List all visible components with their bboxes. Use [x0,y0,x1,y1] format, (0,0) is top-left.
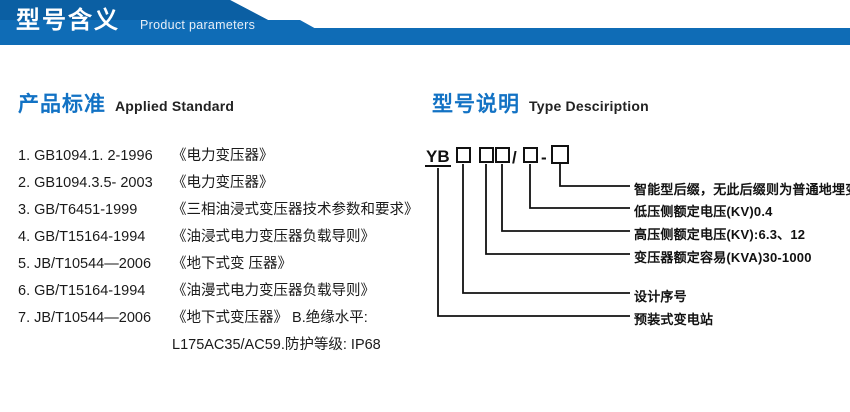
list-item: 7. JB/T10544—2006 《地下式变压器》 B.绝缘水平: [18,306,428,333]
standard-name: 《电力变压器》 [172,175,274,191]
standard-code: 7. JB/T10544—2006 [18,310,152,326]
callout-lv-rated-voltage: 低压侧额定电压(KV)0.4 [634,204,773,219]
page-header-banner: 型号含义 Product parameters [0,0,850,48]
standard-name: 《地下式变 压器》 [172,256,293,272]
standard-name: 《油漫式电力变压器负载导则》 [172,283,375,299]
standard-code: 2. GB1094.3.5- 2003 [18,175,153,191]
applied-standard-list: 1. GB1094.1. 2-1996 《电力变压器》 2. GB1094.3.… [18,144,428,360]
standard-name-continuation: L175AC35/AC59.防护等级: IP68 [172,337,381,353]
standard-name: 《电力变压器》 [172,148,274,164]
callout-intelligent-suffix: 智能型后缀，无此后缀则为普通地埋变 [634,182,850,197]
banner-background-shape [0,0,850,45]
model-code-leader-lines: YB / - [425,145,630,317]
callout-hv-rated-voltage: 高压侧额定电压(KV):6.3、12 [634,227,806,242]
model-code-dash: - [541,148,547,167]
model-code-slash: / [512,148,517,167]
type-description-heading: 型号说明 Type Desciription [432,88,649,118]
standard-code: 4. GB/T15164-1994 [18,229,146,245]
applied-standard-heading: 产品标准 Applied Standard [18,88,234,118]
model-code-diagram: YB / - 智能型后缀，无此后缀则为普通地埋变 低压侧额定电压(KV)0. [418,138,850,338]
list-item: 6. GB/T15164-1994 《油漫式电力变压器负载导则》 [18,279,428,306]
model-code-prefix: YB [426,147,450,166]
type-description-heading-en: Type Desciription [529,98,649,114]
type-description-heading-cn: 型号说明 [432,93,520,116]
standard-name: 《三相油浸式变压器技术参数和要求》 [172,202,419,218]
standard-code: 6. GB/T15164-1994 [18,283,146,299]
callout-prefab-substation: 预装式变电站 [634,312,714,327]
list-item: 2. GB1094.3.5- 2003 《电力变压器》 [18,171,428,198]
banner-title: 型号含义 [16,7,120,34]
applied-standard-heading-en: Applied Standard [115,98,235,114]
standard-code: 3. GB/T6451-1999 [18,202,138,218]
list-item: 1. GB1094.1. 2-1996 《电力变压器》 [18,144,428,171]
applied-standard-heading-cn: 产品标准 [18,93,106,116]
standard-code: 5. JB/T10544—2006 [18,256,152,272]
callout-design-serial-number: 设计序号 [634,289,687,304]
list-item: 3. GB/T6451-1999 《三相油浸式变压器技术参数和要求》 [18,198,428,225]
standard-code: 1. GB1094.1. 2-1996 [18,148,153,164]
standard-name: 《油浸式电力变压器负载导则》 [172,229,375,245]
standard-name: 《地下式变压器》 B.绝缘水平: [172,310,368,326]
list-item: 5. JB/T10544—2006 《地下式变 压器》 [18,252,428,279]
list-item: 4. GB/T15164-1994 《油浸式电力变压器负载导则》 [18,225,428,252]
callout-rated-capacity: 变压器额定容易(KVA)30-1000 [634,250,812,265]
banner-subtitle: Product parameters [140,18,256,32]
